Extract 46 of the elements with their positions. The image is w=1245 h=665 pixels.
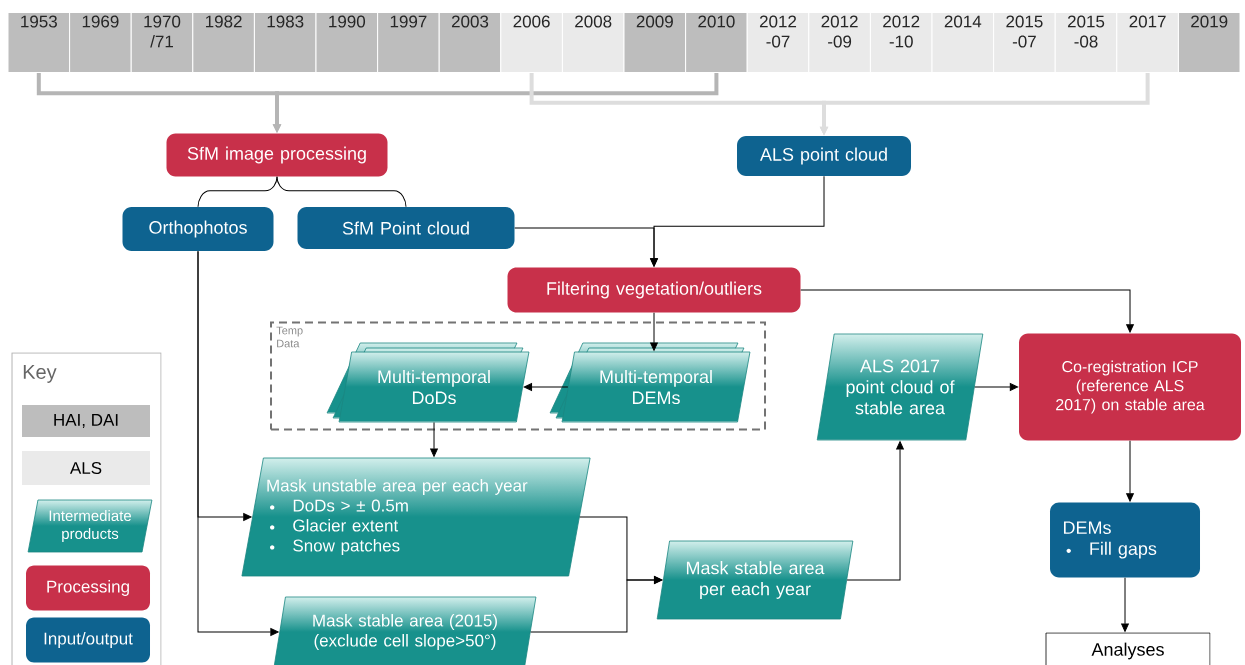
year-cell: 2012 -09 — [808, 12, 871, 73]
year-cell: 1997 — [377, 12, 440, 73]
year-cell: 2015 -07 — [993, 12, 1056, 73]
process-box: SfM image processing — [166, 133, 388, 177]
data-parallelogram: Mask stable area (2015) (exclude cell slope>50°) — [273, 596, 537, 665]
data-box: ALS point cloud — [737, 136, 911, 176]
data-parallelogram: Mask stable area per each year — [656, 540, 854, 620]
arrow — [1126, 440, 1134, 502]
year-cell: 2009 — [623, 12, 687, 73]
bracket-connector — [197, 176, 278, 208]
arrow — [650, 175, 825, 267]
year-cell: 2019 — [1177, 12, 1241, 73]
year-cell: 2012 -07 — [746, 12, 810, 73]
year-cell: 2003 — [438, 12, 502, 73]
year-cell: 2014 — [931, 12, 995, 73]
process-box: Co-registration ICP (reference ALS 2017) on stable area — [1019, 333, 1241, 441]
output-box: Analyses — [1045, 632, 1211, 665]
year-cell: 2017 — [1116, 12, 1179, 73]
arrow — [846, 441, 904, 581]
year-cell: 2010 — [685, 12, 748, 73]
year-cell: 1970 /71 — [130, 12, 194, 73]
process-box: Filtering vegetation/outliers — [507, 267, 801, 313]
arrow — [800, 289, 1134, 333]
year-cell: 2015 -08 — [1054, 12, 1118, 73]
arrow — [650, 312, 658, 351]
key-title: Key — [23, 365, 57, 383]
year-cell: 1953 — [7, 12, 71, 73]
bracket-connector — [276, 176, 407, 208]
arrow — [530, 576, 663, 633]
year-cell: 2006 — [500, 12, 563, 73]
year-cell: 2012 -10 — [869, 12, 933, 73]
arrow — [1121, 577, 1129, 632]
data-parallelogram: ALS 2017 point cloud of stable area — [816, 333, 984, 441]
year-cell: 1990 — [315, 12, 379, 73]
data-box: DEMs Fill gaps — [1050, 502, 1200, 578]
year-cell: 1969 — [69, 12, 132, 73]
data-parallelogram: Mask unstable area per each year DoDs > ± 0.5m Glacier extent Snow patches — [241, 457, 591, 577]
arrow — [523, 383, 569, 391]
arrow — [974, 383, 1019, 391]
arrow — [197, 250, 279, 636]
arrow — [430, 421, 438, 457]
year-cell: 2008 — [561, 12, 625, 73]
data-box: Orthophotos — [122, 207, 274, 251]
data-box: SfM Point cloud — [297, 207, 515, 249]
year-cell: 1982 — [192, 12, 255, 73]
year-cell: 1983 — [253, 12, 317, 73]
